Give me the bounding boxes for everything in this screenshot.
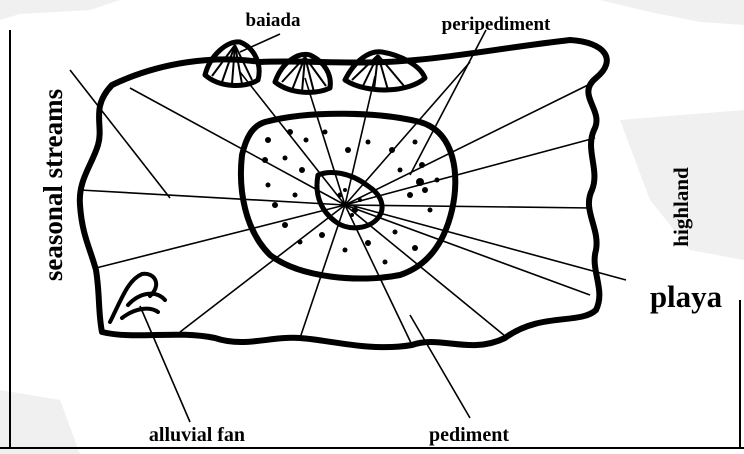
label-seasonal-streams: seasonal streams <box>38 89 68 281</box>
label-baiada: baiada <box>246 10 301 31</box>
frame <box>0 30 744 448</box>
label-alluvial-fan: alluvial fan <box>149 424 245 446</box>
sediment-dots <box>262 129 440 265</box>
label-peripediment: peripediment <box>442 14 551 35</box>
leader-pediment <box>410 315 470 418</box>
label-playa: playa <box>650 279 723 314</box>
label-highland: highland <box>669 167 693 247</box>
pediment-ring <box>241 114 455 279</box>
alluvial-fan-shape <box>110 274 165 322</box>
leader-alluvial-fan <box>140 306 190 422</box>
highland-outline <box>80 40 607 347</box>
seasonal-stream-lines <box>80 62 595 345</box>
label-pediment: pediment <box>429 424 509 446</box>
